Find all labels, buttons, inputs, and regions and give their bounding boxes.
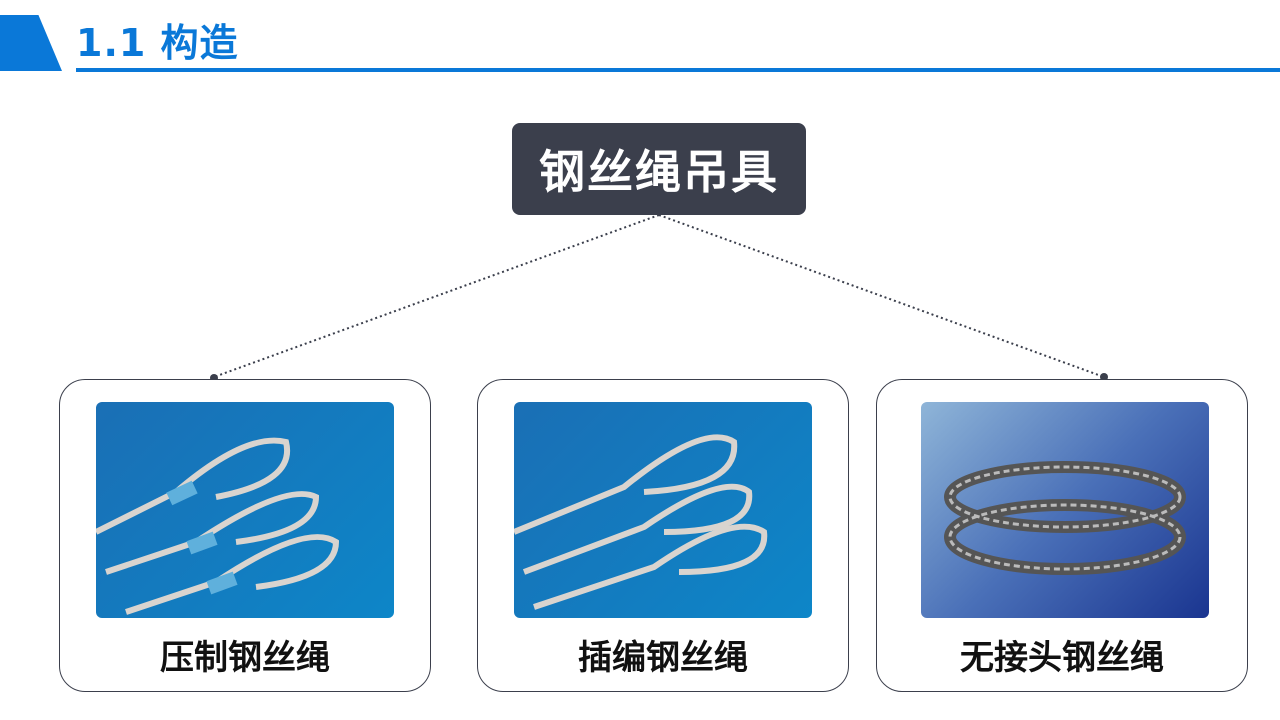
- card-label: 插编钢丝绳: [578, 638, 748, 678]
- card-spliced-wire-rope: 插编钢丝绳: [477, 379, 849, 692]
- card-pressed-wire-rope: 压制钢丝绳: [59, 379, 431, 692]
- card-label: 压制钢丝绳: [160, 638, 330, 678]
- card-label: 无接头钢丝绳: [960, 638, 1164, 678]
- root-node: 钢丝绳吊具: [512, 123, 806, 215]
- spliced-rope-image: [514, 402, 812, 618]
- endless-rope-image: [921, 402, 1209, 618]
- connector-right: [658, 214, 1105, 378]
- page-title: 1.1 构造: [76, 21, 239, 65]
- header-divider: [76, 68, 1280, 72]
- card-endless-wire-rope: 无接头钢丝绳: [876, 379, 1248, 692]
- pressed-rope-image: [96, 402, 394, 618]
- connector-left: [213, 214, 660, 378]
